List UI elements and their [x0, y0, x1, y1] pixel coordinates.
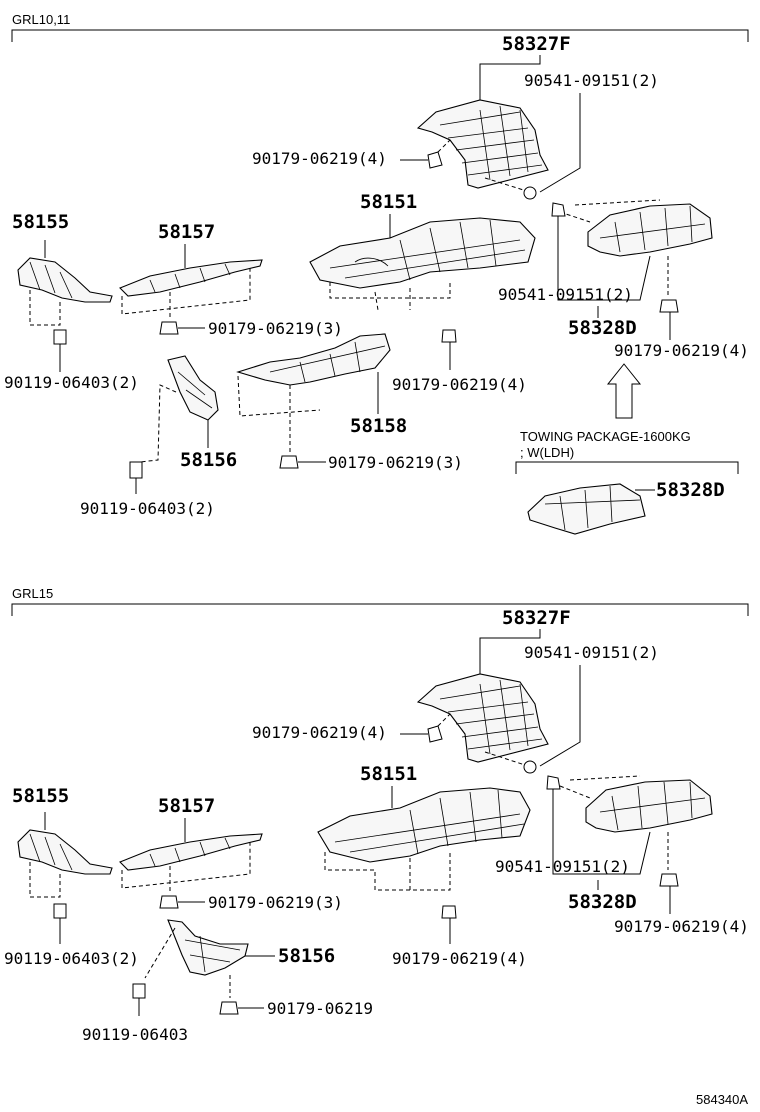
label-90119-a: 90119-06403(2) — [4, 949, 139, 968]
nut-fastener — [159, 321, 179, 335]
towing-note-line1: TOWING PACKAGE-1600KG — [520, 429, 691, 444]
label-90119-b: 90119-06403(2) — [80, 499, 215, 518]
heat-insulator-58157 — [119, 259, 263, 297]
label-90179-c: 90179-06219(4) — [614, 917, 749, 936]
label-90179-e: 90179-06219 — [267, 999, 373, 1018]
label-90179-c: 90179-06219(4) — [614, 341, 749, 360]
heat-insulator-58328d-towing — [527, 483, 646, 535]
heat-insulator-58328d — [587, 203, 713, 257]
heat-insulator-58327f — [416, 99, 549, 189]
label-58151: 58151 — [360, 763, 417, 785]
label-58156: 58156 — [180, 449, 237, 471]
clip-fastener — [523, 186, 537, 200]
nut-fastener — [659, 299, 679, 313]
section-grl15: GRL15 58327F 90541-09151(2) 90179-06219(… — [4, 586, 749, 1044]
label-90179-b: 90179-06219(3) — [208, 319, 343, 338]
label-90179-d: 90179-06219(4) — [392, 375, 527, 394]
nut-fastener — [441, 905, 457, 919]
nut-fastener — [159, 895, 179, 909]
section-header: GRL10,11 — [12, 12, 70, 27]
bolt-fastener — [132, 983, 146, 999]
label-58328d-towing: 58328D — [656, 479, 725, 501]
label-58151: 58151 — [360, 191, 417, 213]
leader-58327f — [479, 55, 541, 100]
bolt-fastener — [53, 329, 67, 345]
label-58327f: 58327F — [502, 33, 571, 55]
heat-insulator-58156 — [167, 355, 219, 421]
label-90119-a: 90119-06403(2) — [4, 373, 139, 392]
heat-insulator-58327f — [416, 673, 549, 763]
section-grl10-11: GRL10,11 58327F 90541-09151(2) 90179-062… — [4, 12, 749, 535]
section-bracket — [11, 603, 749, 616]
label-58158: 58158 — [350, 415, 407, 437]
heat-insulator-58156 — [167, 919, 249, 976]
heat-insulator-58328d — [585, 779, 713, 833]
label-90179-a: 90179-06219(4) — [252, 723, 387, 742]
heat-insulator-58155 — [17, 257, 113, 303]
clip-fastener — [546, 775, 561, 790]
towing-bracket — [515, 461, 739, 474]
arrow-up-icon — [606, 363, 642, 419]
label-90179-d: 90179-06219(4) — [392, 949, 527, 968]
towing-note-line2: ; W(LDH) — [520, 445, 574, 460]
label-58155: 58155 — [12, 211, 69, 233]
label-58328d: 58328D — [568, 891, 637, 913]
leader-90541-a — [539, 93, 581, 193]
heat-insulator-58151 — [309, 217, 536, 289]
section-bracket — [11, 29, 749, 42]
nut-fastener — [219, 1001, 239, 1015]
heat-insulator-58158 — [236, 333, 391, 386]
label-90179-b: 90179-06219(3) — [208, 893, 343, 912]
label-90179-a: 90179-06219(4) — [252, 149, 387, 168]
label-90541-b: 90541-09151(2) — [495, 857, 630, 876]
label-90541-b: 90541-09151(2) — [498, 285, 633, 304]
bolt-fastener — [129, 461, 143, 479]
label-58155: 58155 — [12, 785, 69, 807]
label-58157: 58157 — [158, 221, 215, 243]
nut-fastener — [659, 873, 679, 887]
bolt-fastener — [53, 903, 67, 919]
heat-insulator-58157 — [119, 833, 263, 871]
label-90541-a: 90541-09151(2) — [524, 643, 659, 662]
nut-fastener — [427, 151, 443, 169]
label-90179-e: 90179-06219(3) — [328, 453, 463, 472]
label-58156: 58156 — [278, 945, 335, 967]
heat-insulator-58151 — [317, 787, 531, 863]
label-90119-b: 90119-06403 — [82, 1025, 188, 1044]
nut-fastener — [441, 329, 457, 343]
label-58327f: 58327F — [502, 607, 571, 629]
label-58157: 58157 — [158, 795, 215, 817]
label-58328d: 58328D — [568, 317, 637, 339]
clip-fastener — [523, 760, 537, 774]
diagram-code: 584340A — [696, 1092, 748, 1107]
clip-fastener — [551, 202, 566, 217]
nut-fastener — [427, 725, 443, 743]
heat-insulator-58155 — [17, 829, 113, 875]
label-90541-a: 90541-09151(2) — [524, 71, 659, 90]
section-header: GRL15 — [12, 586, 53, 601]
nut-fastener — [279, 455, 299, 469]
